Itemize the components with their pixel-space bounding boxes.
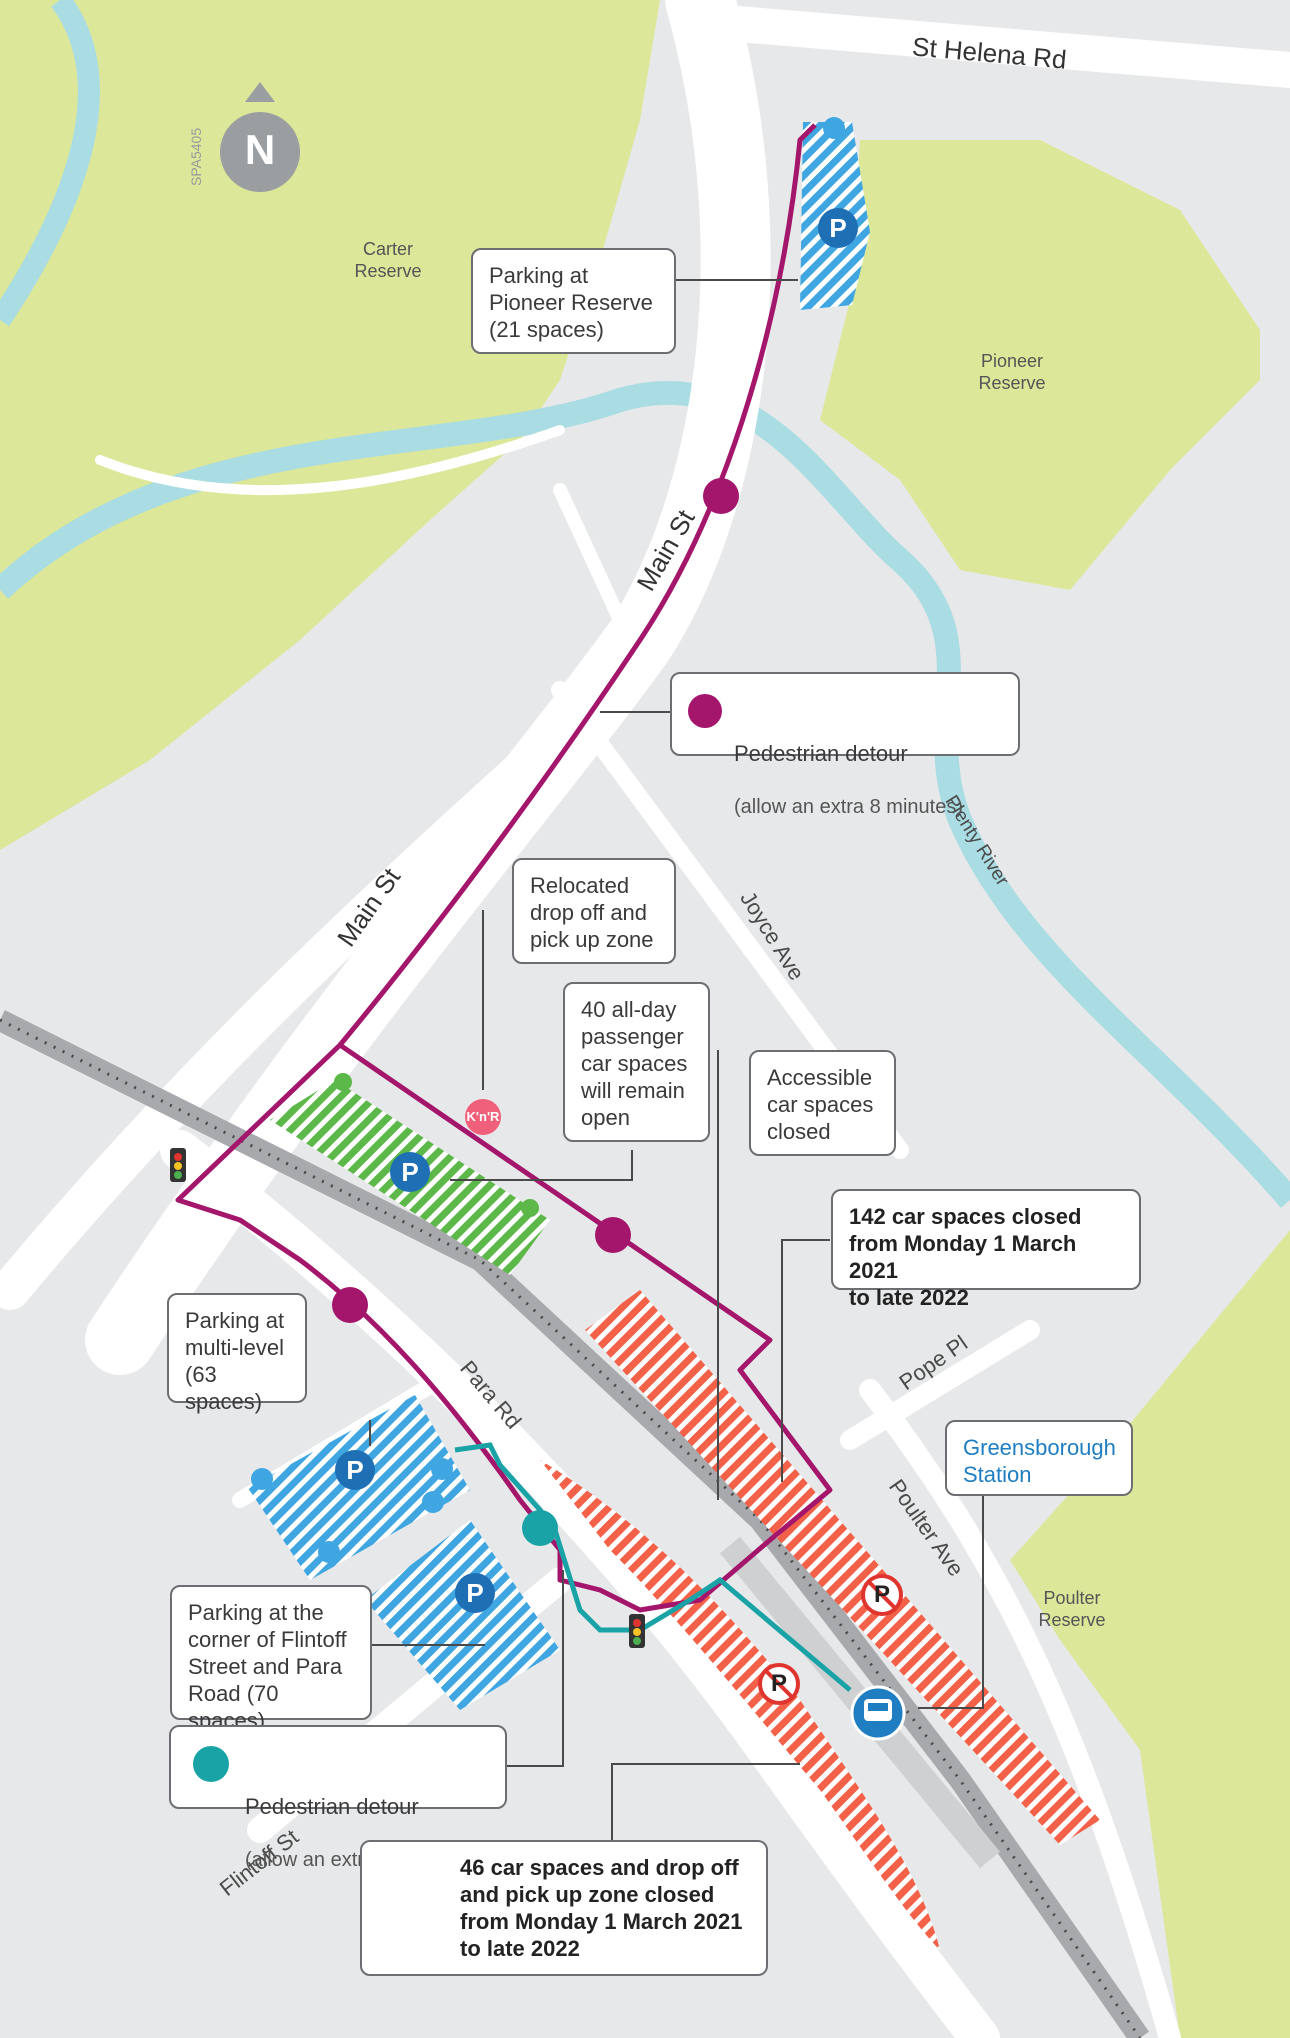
- pedestrian-detour-1min: [454, 1442, 852, 1692]
- pedestrian-detour-8min: [175, 123, 833, 1613]
- poulter-reserve-label: Poulter Reserve: [1038, 1588, 1106, 1630]
- pedestrian-icons: [332, 478, 739, 1546]
- knr-pin: [465, 1099, 501, 1135]
- callout-closed-46: 46 car spaces and drop off and pick up z…: [360, 1840, 768, 1976]
- plenty-river: [0, 0, 100, 327]
- callout-accessible: Accessible car spaces closed: [749, 1050, 896, 1156]
- flintoff-lot: [365, 1520, 560, 1710]
- north-label: N: [244, 126, 276, 173]
- parking-icon: P: [346, 1455, 364, 1485]
- callout-station: Greensborough Station: [945, 1420, 1133, 1496]
- detour-title: Pedestrian detour: [734, 741, 908, 766]
- detour-sub: (allow an extra 8 minutes): [734, 796, 963, 818]
- entry-markers: [251, 117, 845, 1563]
- pedestrian-icon: [193, 1746, 229, 1788]
- carter-reserve-label: Carter Reserve: [354, 239, 422, 281]
- parking-icon: P: [401, 1157, 419, 1187]
- no-parking-icons: [758, 1574, 903, 1705]
- callout-pedestrian-detour-1: Pedestrian detour (allow an extra 1 minu…: [169, 1725, 507, 1871]
- callout-multi-level: Parking at multi-level (63 spaces): [167, 1293, 307, 1414]
- callout-all-day: 40 all-day passenger car spaces will rem…: [563, 982, 710, 1142]
- detour-title: Pedestrian detour: [245, 1794, 419, 1819]
- carter-reserve: [0, 0, 660, 850]
- no-parking-icon: P: [770, 1670, 787, 1697]
- poulter-reserve: [1010, 1230, 1290, 2038]
- parking-icon: P: [829, 213, 847, 243]
- callout-relocated: Relocated drop off and pick up zone: [512, 858, 676, 964]
- knr-icon: K'n'R: [466, 1109, 500, 1124]
- parking-icons: [335, 208, 858, 1613]
- closed-46-lot: [540, 1460, 940, 1950]
- no-parking-icon: P: [873, 1581, 890, 1608]
- parking-icon: P: [466, 1578, 484, 1608]
- pioneer-reserve-label: Pioneer Reserve: [978, 351, 1046, 393]
- closed-142-lot: [585, 1290, 1100, 1845]
- traffic-lights: [170, 1148, 645, 1648]
- pioneer-reserve: [820, 140, 1260, 590]
- map-code: SPA5405: [188, 127, 204, 186]
- callout-flintoff-parking: Parking at the corner of Flintoff Street…: [170, 1585, 372, 1733]
- callout-pioneer-parking: Parking at Pioneer Reserve (21 spaces): [471, 248, 676, 354]
- pedestrian-icon: [688, 694, 722, 734]
- callout-pedestrian-detour-8: Pedestrian detour (allow an extra 8 minu…: [670, 672, 1020, 818]
- callout-closed-142: 142 car spaces closed from Monday 1 Marc…: [831, 1189, 1141, 1310]
- north-arrow: [220, 82, 300, 192]
- plenty-river-main: [0, 381, 1290, 1208]
